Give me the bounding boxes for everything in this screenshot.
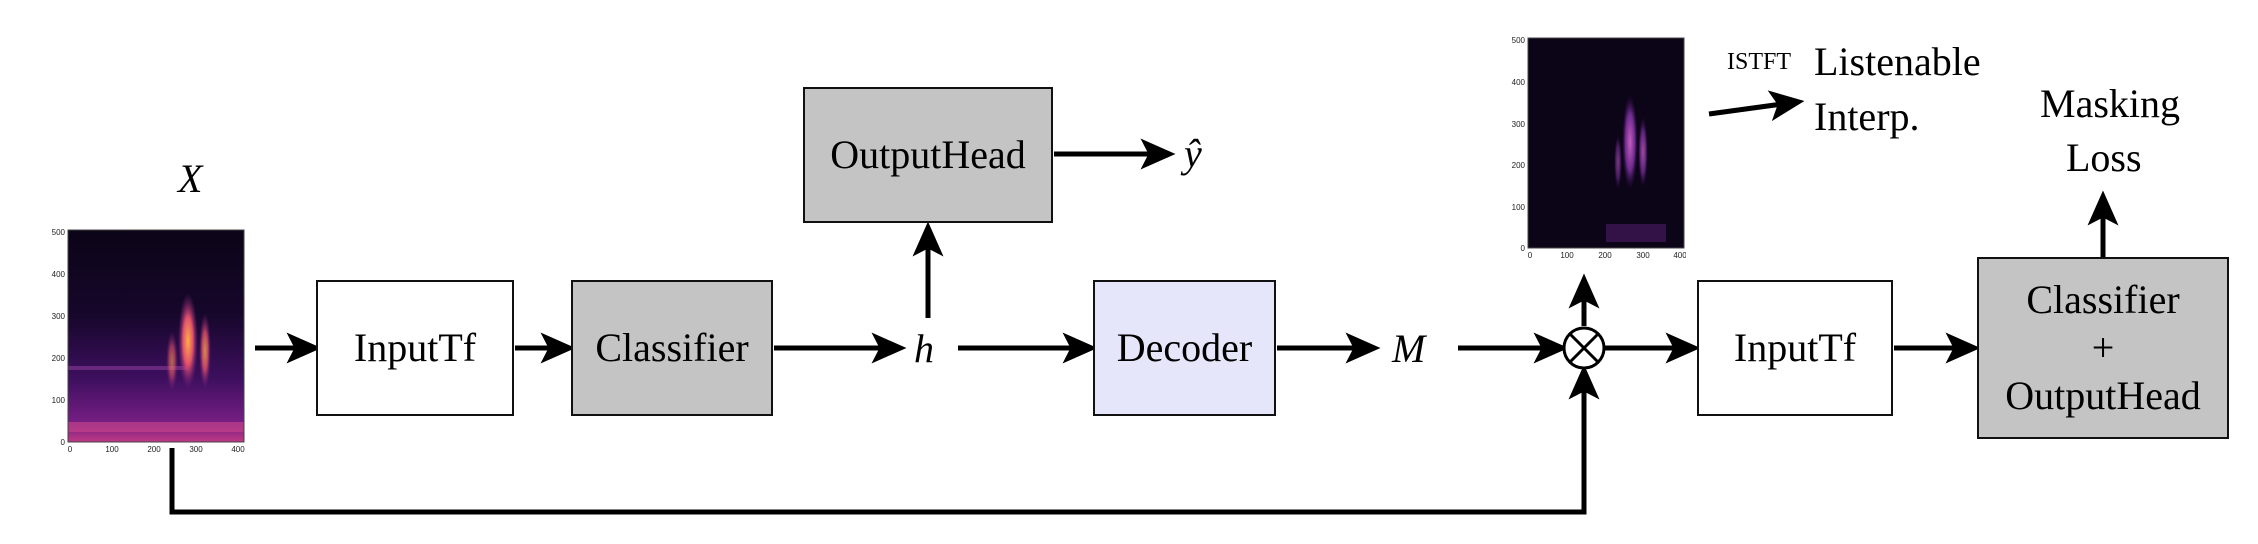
input-ytick: 100: [52, 396, 66, 405]
input-xtick: 100: [105, 445, 119, 454]
input-xtick: 200: [147, 445, 161, 454]
mask-label: M: [1392, 326, 1426, 371]
classifier-outputhead-line2: +: [2091, 325, 2115, 370]
output-ytick: 200: [1512, 161, 1526, 170]
loss-label: Loss: [2066, 135, 2142, 180]
output-ytick: 500: [1512, 36, 1526, 45]
input-ytick: 500: [52, 228, 66, 237]
classifier-outputhead-line1: Classifier: [2026, 277, 2180, 322]
input-ytick: 400: [52, 270, 66, 279]
classifier-outputhead-line3: OutputHead: [2005, 373, 2201, 418]
input-xtick: 300: [189, 445, 203, 454]
output-ytick: 400: [1512, 78, 1526, 87]
input-spectrogram: 500 400 300 200 100 0 0 100 200 300 400: [52, 228, 246, 454]
output-xtick: 200: [1598, 251, 1612, 260]
input-ytick: 200: [52, 354, 66, 363]
input-xtick: 400: [231, 445, 245, 454]
input-xtick: 0: [68, 445, 73, 454]
output-xtick: 100: [1560, 251, 1574, 260]
input-label: X: [178, 156, 203, 201]
skip-connection: [169, 364, 1600, 515]
output-xtick: 300: [1636, 251, 1650, 260]
istft-label: ISTFT: [1727, 49, 1792, 75]
multiply-node: [1562, 326, 1606, 370]
arrow-to-listenable: [1708, 90, 1805, 122]
output-xtick: 0: [1528, 251, 1533, 260]
classifier-block: Classifier: [571, 280, 773, 416]
masking-label: Masking: [2040, 81, 2180, 126]
inputtf-block: InputTf: [316, 280, 514, 416]
classifier-outputhead-block: Classifier + OutputHead: [1977, 257, 2229, 439]
listenable-label: Listenable: [1814, 39, 1981, 84]
output-ytick: 0: [1521, 244, 1526, 253]
input-ytick: 0: [61, 438, 66, 447]
output-spectrogram: 500 400 300 200 100 0 0 100 200 300 400: [1512, 36, 1686, 260]
output-ytick: 100: [1512, 203, 1526, 212]
input-ytick: 300: [52, 312, 66, 321]
inputtf-block-2: InputTf: [1697, 280, 1893, 416]
hidden-label: h: [914, 326, 934, 371]
prediction-label: ŷ: [1184, 131, 1202, 176]
outputhead-block: OutputHead: [803, 87, 1053, 223]
output-ytick: 300: [1512, 120, 1526, 129]
interp-label: Interp.: [1814, 94, 1920, 139]
output-xtick: 400: [1673, 251, 1686, 260]
decoder-block: Decoder: [1093, 280, 1276, 416]
